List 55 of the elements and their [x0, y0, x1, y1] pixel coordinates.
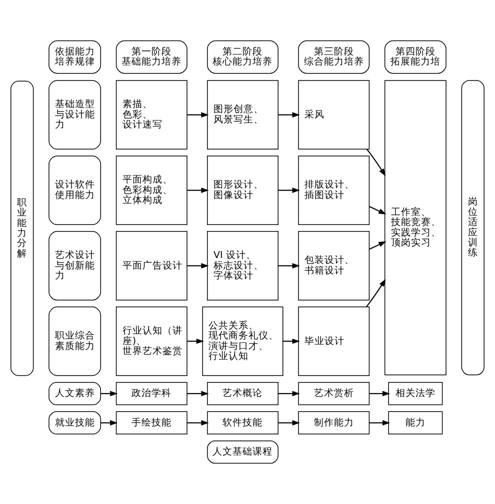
- arrow: [187, 338, 204, 344]
- node-box: 第三阶段 综合能力培养: [298, 40, 370, 74]
- node-box: 第二阶段 核心能力培养: [207, 40, 278, 74]
- arrow: [283, 338, 300, 344]
- arrow: [187, 112, 209, 118]
- node-box: 人文素养: [48, 382, 102, 406]
- node-box: 就业技能: [48, 411, 102, 434]
- node-box: 手绘技能: [116, 411, 188, 434]
- node-box: 依据能力培养规律: [48, 40, 102, 74]
- node-box: 排版设计、插图设计: [298, 156, 370, 225]
- node-box: 第四阶段 拓展能力培: [384, 40, 446, 74]
- arrow: [100, 390, 118, 396]
- node-box: 包装设计、书籍设计: [298, 231, 370, 300]
- node-box: 行业认知（讲座)、世界艺术鉴赏: [116, 306, 188, 376]
- node-box: 毕业设计: [298, 306, 370, 376]
- node-box: 人文基础课程: [207, 440, 278, 464]
- node-box: 政治学科: [116, 382, 188, 406]
- node-box: 设计软件使用能力: [48, 156, 102, 225]
- node-box: 能力: [388, 411, 443, 434]
- node-box: 公共关系、现代商务礼仪、演讲与口才、行业认知: [202, 306, 284, 376]
- arrow: [187, 263, 209, 268]
- node-box: 基础造型与设计能力: [48, 80, 102, 150]
- node-box: 平面广告设计: [116, 231, 188, 300]
- node-box: 艺术概论: [207, 382, 278, 406]
- arrow: [369, 420, 390, 426]
- node-box: 岗位适应训练: [461, 80, 484, 376]
- node-box: 平面构成、色彩构成、立体构成: [116, 156, 188, 225]
- arrow: [278, 420, 300, 426]
- node-box: VI 设计、标志设计、字体设计: [207, 231, 278, 300]
- arrow: [278, 188, 300, 193]
- arrow: [369, 241, 386, 250]
- arrow: [187, 420, 209, 426]
- node-box: 采风: [298, 80, 370, 150]
- arrow: [100, 420, 118, 426]
- arrow: [278, 390, 300, 396]
- node-box: 制作能力: [298, 411, 370, 434]
- arrow: [278, 112, 300, 118]
- arrow: [369, 206, 386, 214]
- node-box: 职业能力分解: [10, 80, 34, 376]
- node-box: 素描、色彩、设计速写: [116, 80, 188, 150]
- arrow: [366, 278, 386, 308]
- arrow: [278, 263, 300, 268]
- arrow: [187, 390, 209, 396]
- node-box: 工作室、技能竞赛、实践学习、顶岗实习: [384, 80, 446, 376]
- arrow: [369, 390, 390, 396]
- node-box: 图形设计、图像设计: [207, 156, 278, 225]
- node-box: 图形创意、风景写生、: [207, 80, 278, 150]
- node-box: 相关法学: [388, 382, 443, 406]
- arrow: [187, 188, 209, 193]
- node-box: 艺术设计与创新能力: [48, 231, 102, 300]
- arrow: [366, 148, 386, 176]
- node-box: 第一阶段 基础能力培养: [116, 40, 188, 74]
- node-box: 职业综合素质能力: [48, 306, 102, 376]
- node-box: 软件技能: [207, 411, 278, 434]
- node-box: 艺术赏析: [298, 382, 370, 406]
